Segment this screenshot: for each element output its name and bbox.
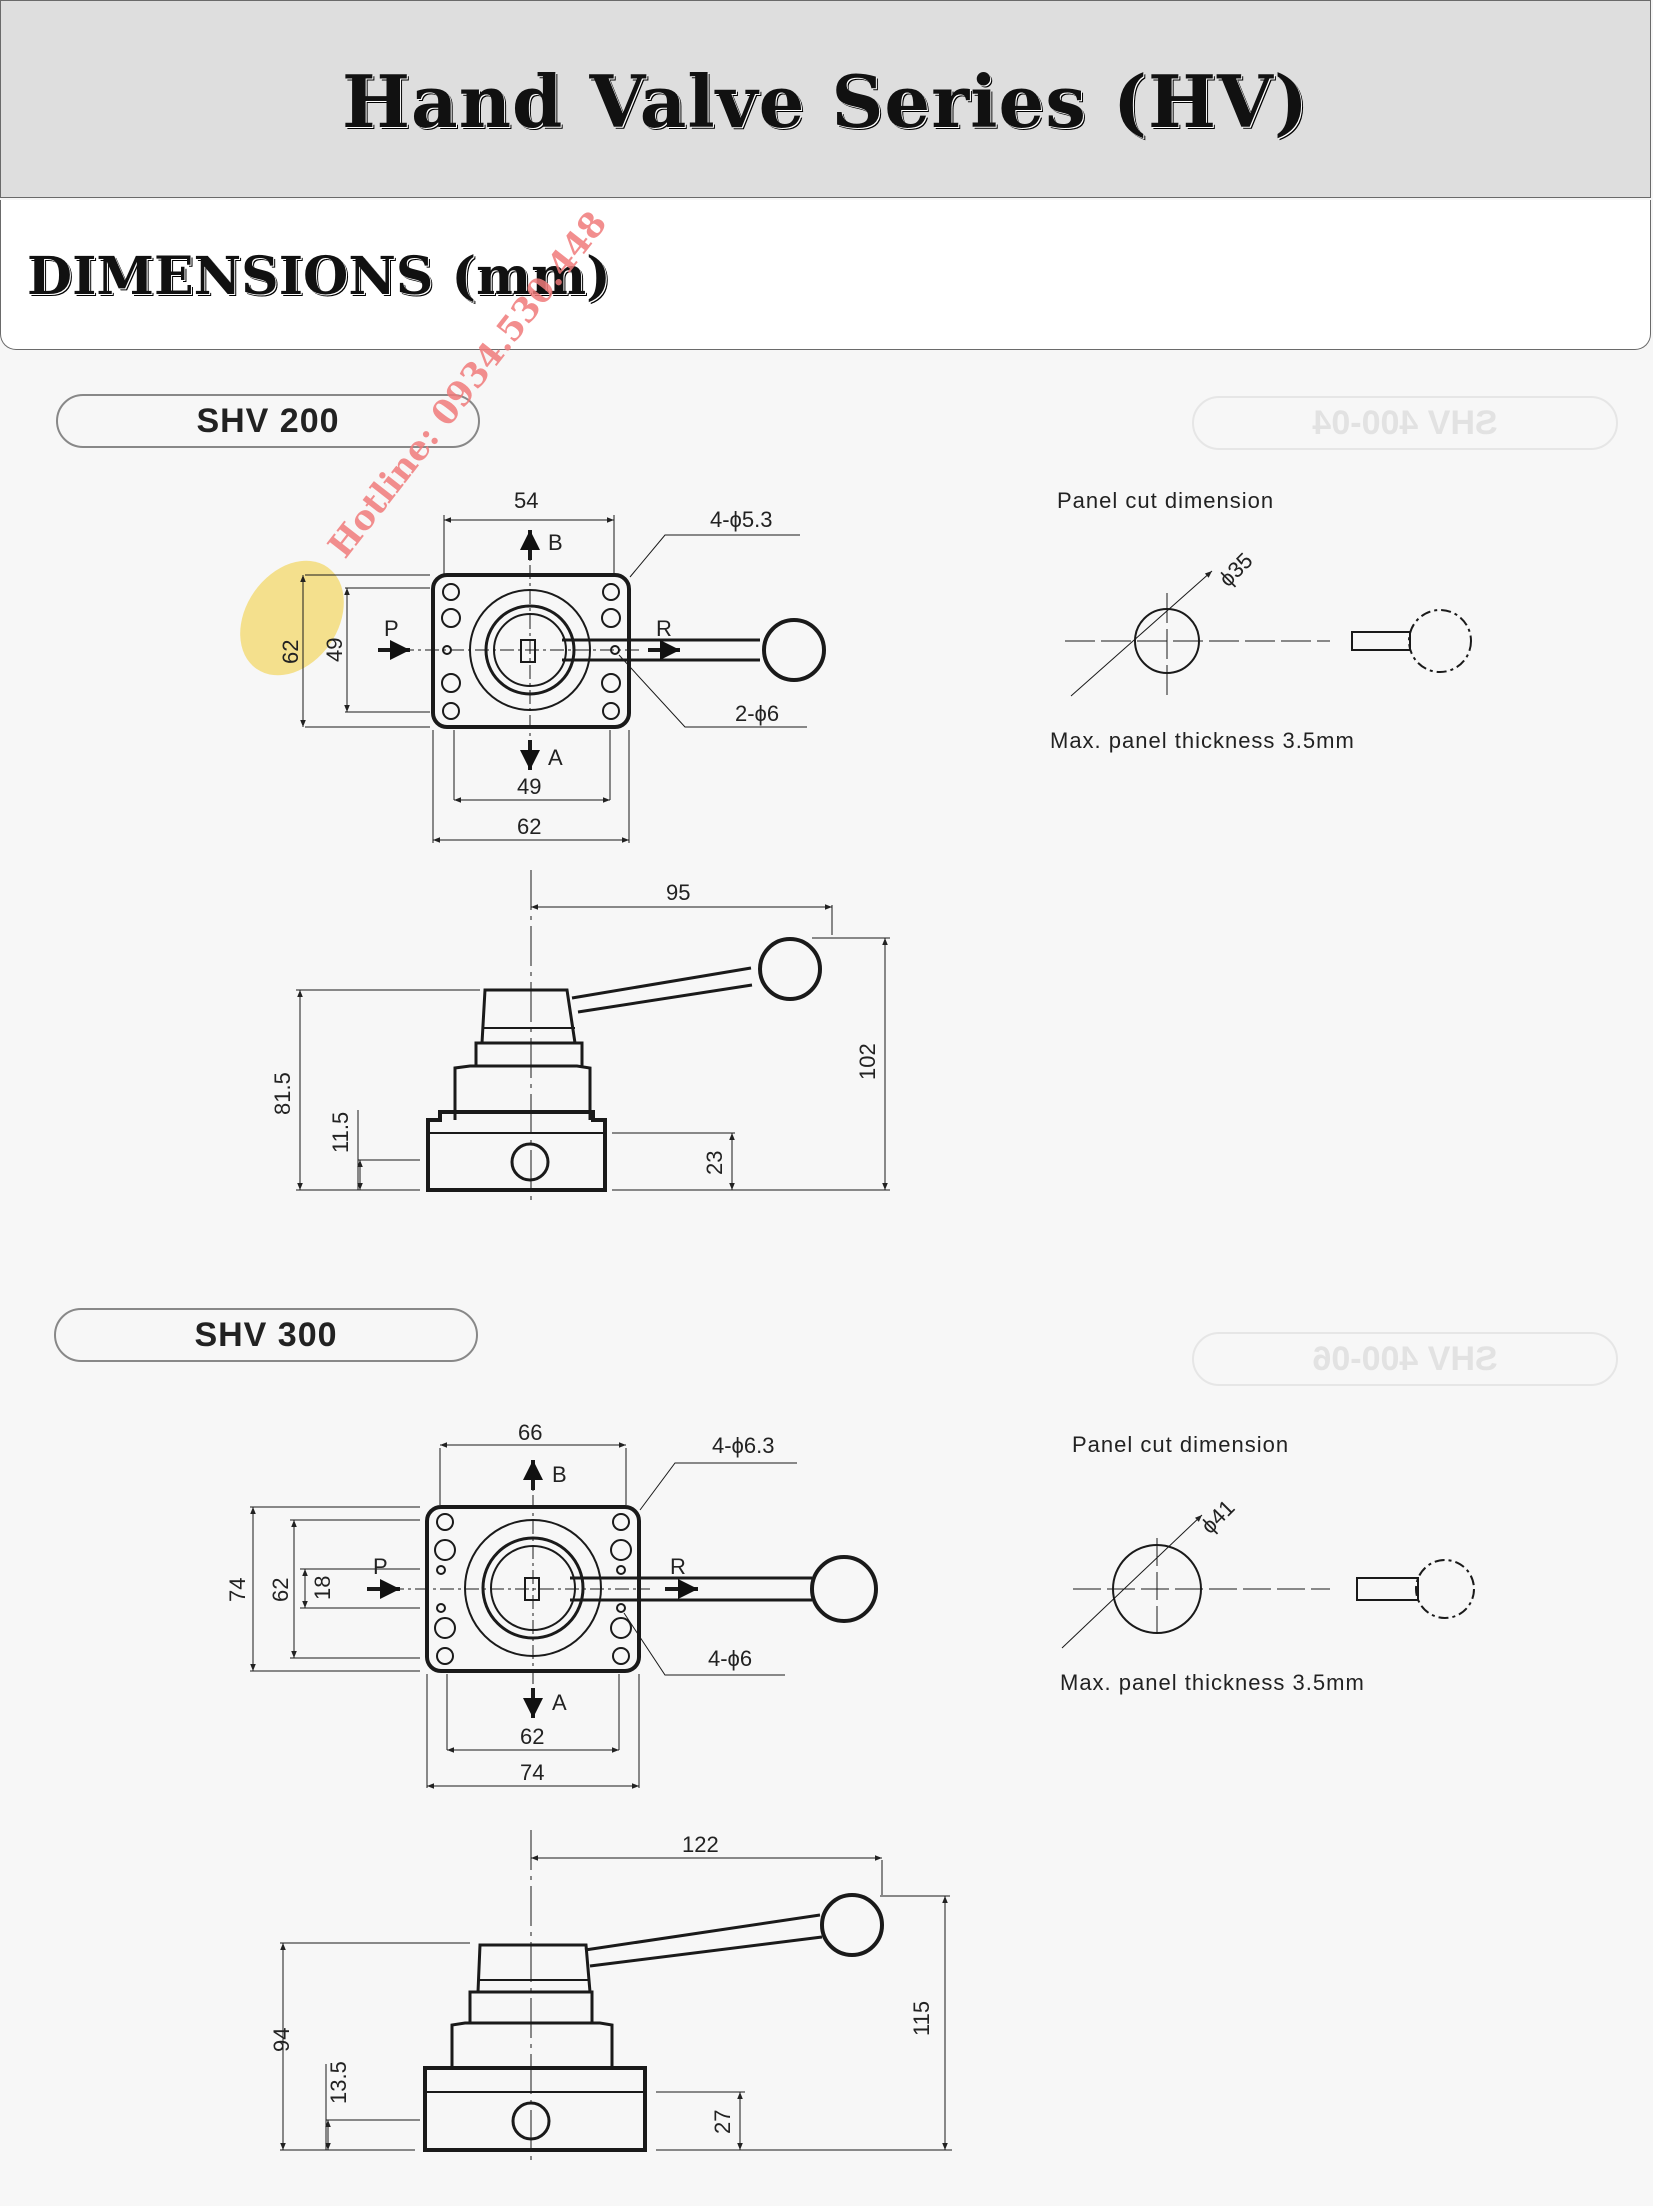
dim-width-outer: 74 <box>520 1760 544 1785</box>
dim-height-inner: 62 <box>268 1578 293 1602</box>
panel-cut-title: Panel cut dimension <box>1057 488 1274 513</box>
shv200-top-view <box>300 515 826 843</box>
watermark: Hotline: 0934.530.448 <box>240 204 616 676</box>
lever-knob <box>762 618 826 682</box>
dim-body-height: 81.5 <box>270 1072 295 1115</box>
watermark-text: Hotline: 0934.530.448 <box>321 204 616 565</box>
port-label-b: B <box>548 530 564 555</box>
port-label-p: P <box>384 616 400 641</box>
dim-lever-reach: 95 <box>666 880 690 905</box>
shv200-panel-cut <box>1065 570 1472 699</box>
panel-cut-diameter: ϕ35 <box>1214 548 1258 592</box>
dim-height-outer: 74 <box>225 1578 250 1602</box>
dim-port-spacing: 18 <box>310 1576 335 1600</box>
panel-thickness-note: Max. panel thickness 3.5mm <box>1050 728 1355 753</box>
shv300-side-view <box>280 1830 952 2160</box>
callout-ports: 2-ϕ6 <box>735 701 779 726</box>
page-title: Hand Valve Series (HV) <box>342 59 1309 144</box>
port-label-a: A <box>552 1690 568 1715</box>
panel-thickness-note: Max. panel thickness 3.5mm <box>1060 1670 1365 1695</box>
port-label-a: A <box>548 745 564 770</box>
shv200-side-view <box>296 870 890 1200</box>
section-title: DIMENSIONS (mm) <box>27 246 611 307</box>
model-label-shv300: SHV 300 <box>54 1308 478 1362</box>
panel-cut-title: Panel cut dimension <box>1072 1432 1289 1457</box>
dim-width-inner: 49 <box>517 774 541 799</box>
dim-base-height: 27 <box>710 2110 735 2134</box>
dim-height-outer: 62 <box>278 640 303 664</box>
dim-port-height: 11.5 <box>328 1112 353 1153</box>
port-label-r: R <box>670 1554 687 1579</box>
model-label-shv200: SHV 200 <box>56 394 480 448</box>
valve-body-outline <box>431 573 631 729</box>
dim-lever-reach: 122 <box>682 1832 719 1857</box>
watermark-logo-icon <box>240 560 344 676</box>
shv300-panel-cut <box>1061 1514 1475 1649</box>
port-label-p: P <box>373 1554 389 1579</box>
callout-mounting-holes: 4-ϕ6.3 <box>712 1433 774 1458</box>
dim-width-top: 66 <box>518 1420 542 1445</box>
dim-total-height: 115 <box>909 2001 934 2036</box>
dim-body-height: 94 <box>269 2028 294 2052</box>
dim-base-height: 23 <box>702 1151 727 1175</box>
page-header: Hand Valve Series (HV) <box>0 0 1651 198</box>
section-header: DIMENSIONS (mm) <box>0 200 1651 350</box>
dim-width-outer: 62 <box>517 814 541 839</box>
dim-total-height: 102 <box>855 1043 880 1080</box>
callout-mounting-holes: 4-ϕ5.3 <box>710 507 772 532</box>
port-label-r: R <box>656 616 673 641</box>
dim-width-inner: 62 <box>520 1724 544 1749</box>
dim-width-top: 54 <box>514 488 538 513</box>
dim-height-inner: 49 <box>322 638 347 662</box>
shv300-top-view <box>250 1442 878 1789</box>
callout-ports: 4-ϕ6 <box>708 1646 752 1671</box>
panel-cut-diameter: ϕ41 <box>1196 1495 1240 1539</box>
dim-port-height: 13.5 <box>326 2061 351 2104</box>
port-label-b: B <box>552 1462 568 1487</box>
